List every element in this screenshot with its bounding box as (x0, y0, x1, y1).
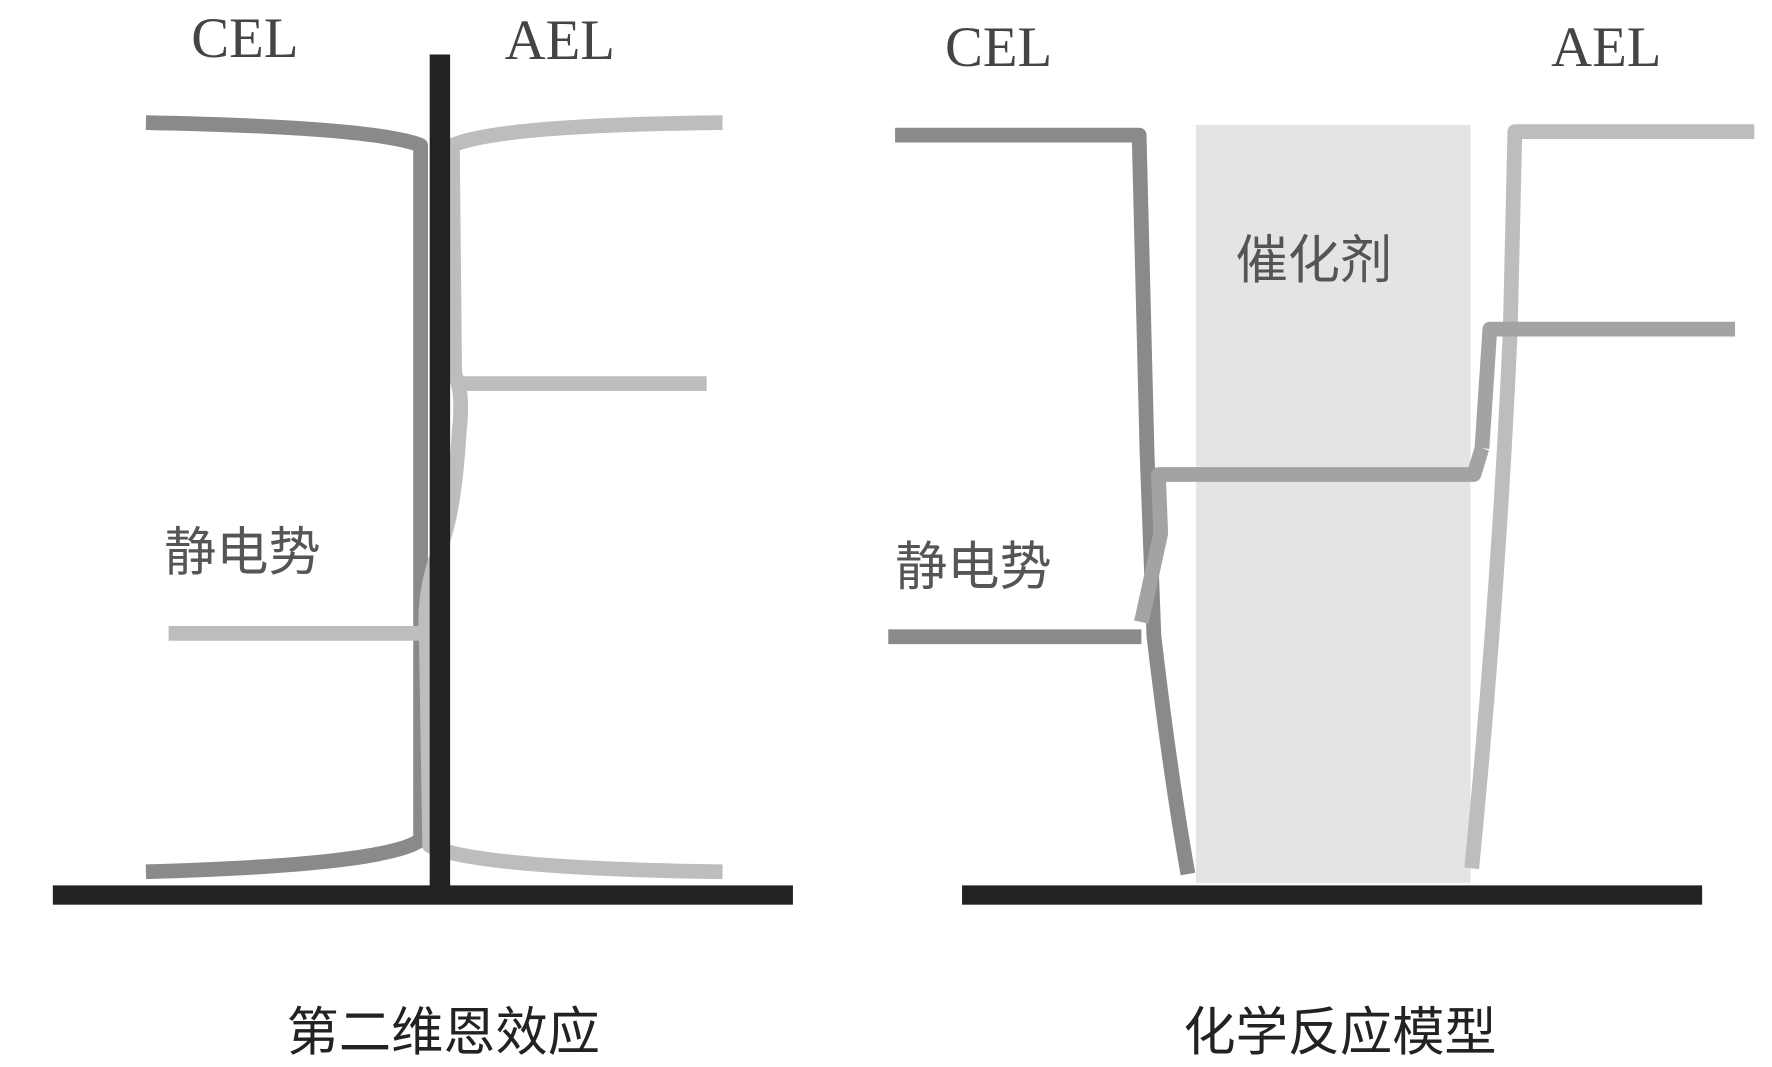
cel-label: CEL (945, 16, 1052, 79)
cel-label: CEL (191, 7, 298, 70)
ael-label: AEL (1551, 16, 1661, 79)
left-base-bar (52, 885, 793, 905)
catalyst-label: 催化剂 (1236, 231, 1393, 291)
ael-label: AEL (505, 9, 615, 72)
catalyst-level-line (1134, 446, 1489, 624)
ael-potential-curve (1464, 124, 1755, 870)
right-base-bar (962, 885, 1703, 905)
ael-potential-curve (418, 115, 723, 880)
right-panel-chemical-reaction-model: CEL AEL 催化剂 静电势 化学反应模型 (888, 16, 1755, 1063)
separator-wall (429, 54, 451, 895)
potential-label: 静电势 (164, 523, 321, 583)
catalyst-region (1195, 124, 1471, 884)
potential-label: 静电势 (895, 538, 1052, 598)
ael-level-line (1474, 321, 1736, 449)
caption-right: 化学反应模型 (1183, 1003, 1496, 1063)
cel-potential-curve (145, 115, 428, 880)
left-panel-second-wien-effect: CEL AEL 静电势 第二维恩效应 (52, 7, 793, 1063)
cel-potential-curve (895, 127, 1196, 876)
caption-left: 第二维恩效应 (287, 1003, 600, 1063)
